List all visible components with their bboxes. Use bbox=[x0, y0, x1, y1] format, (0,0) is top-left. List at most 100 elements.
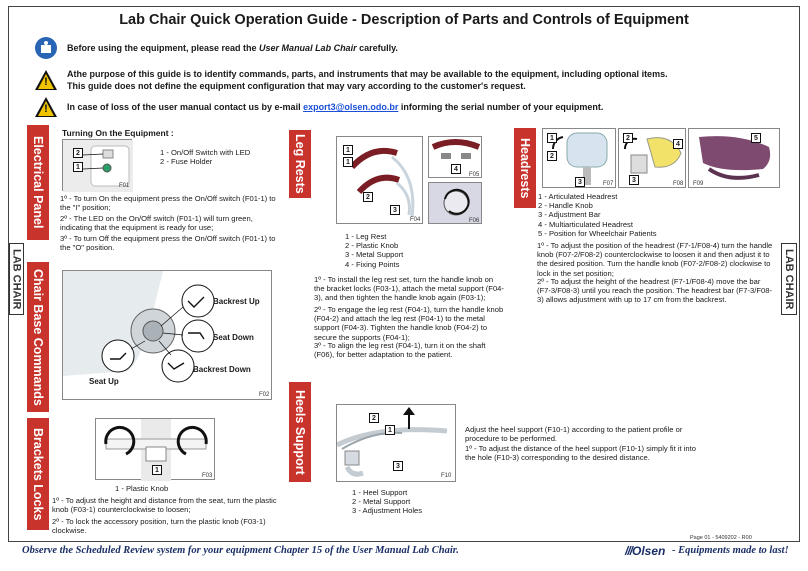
leg-rest-step-2: 2º - To engage the leg rest (F04-1), tur… bbox=[314, 305, 504, 342]
callout-1: 1 bbox=[547, 133, 557, 143]
heel-item: 1 - Heel Support bbox=[352, 488, 408, 497]
fig-label: F08 bbox=[673, 181, 684, 187]
leg-rest-figure-f06: F06 bbox=[428, 182, 482, 224]
electrical-subhead: Turning On the Equipment : bbox=[62, 128, 174, 138]
notice-read-manual: Before using the equipment, please read … bbox=[67, 42, 398, 54]
callout-1: 1 bbox=[385, 425, 395, 435]
headrest-item: 1 - Articulated Headrest bbox=[538, 192, 618, 201]
warning-icon-mark: ! bbox=[44, 103, 48, 115]
leg-rest-parts-list: 1 - Leg Rest 2 - Plastic Knob 3 - Metal … bbox=[345, 232, 403, 269]
contact-email-link[interactable]: export3@olsen.odo.br bbox=[303, 102, 399, 112]
electrical-step-2: 2º - The LED on the On/Off switch (F01-1… bbox=[60, 214, 253, 233]
brackets-drawing bbox=[104, 419, 208, 481]
wheelchair-position-drawing bbox=[699, 136, 771, 180]
notice-read-suffix: carefully. bbox=[356, 43, 398, 53]
notice-lost-manual: In case of loss of the user manual conta… bbox=[67, 101, 603, 113]
warning-icon-fill bbox=[38, 101, 54, 116]
callout-1: 1 bbox=[343, 157, 353, 167]
callout-4: 4 bbox=[673, 139, 683, 149]
brackets-step-2: 2º - To lock the accessory position, tur… bbox=[52, 517, 266, 536]
callout-1: 1 bbox=[73, 162, 83, 172]
notice-purpose-line2: This guide does not define the equipment… bbox=[67, 81, 526, 91]
callout-2: 2 bbox=[369, 413, 379, 423]
heel-item: 3 - Adjustment Holes bbox=[352, 506, 423, 516]
callout-4: 4 bbox=[451, 164, 461, 174]
page-number: Page 01 - 5409202 - R00 bbox=[690, 535, 752, 541]
page-title: Lab Chair Quick Operation Guide - Descri… bbox=[119, 12, 689, 28]
fig-label: F01 bbox=[119, 183, 130, 189]
notice-read-italic: User Manual Lab Chair bbox=[259, 43, 357, 53]
warning-icon-fill bbox=[38, 74, 54, 89]
headrest-figure-f08: 2 4 3 F08 bbox=[618, 128, 686, 188]
brackets-item: 1 - Plastic Knob bbox=[115, 484, 169, 493]
footer-tagline: - Equipments made to last! bbox=[672, 545, 789, 556]
fig-label: F04 bbox=[410, 217, 421, 223]
chair-base-figure: Backrest Up Seat Down Backrest Down Seat… bbox=[62, 270, 272, 400]
heel-parts-list: 1 - Heel Support 2 - Metal Support 3 - A… bbox=[352, 488, 422, 516]
heel-support-drawing bbox=[335, 407, 448, 477]
leg-rest-figure-f04: 1 1 2 3 F04 bbox=[336, 136, 423, 224]
callout-3: 3 bbox=[390, 205, 400, 215]
read-manual-icon bbox=[35, 37, 57, 59]
label-backrest-down: Backrest Down bbox=[193, 365, 251, 374]
fig-label: F05 bbox=[469, 172, 480, 178]
leg-rest-step-1: 1º - To install the leg rest set, turn t… bbox=[314, 275, 504, 303]
leg-rest-item: 4 - Fixing Points bbox=[345, 259, 400, 269]
label-backrest-up: Backrest Up bbox=[213, 297, 260, 306]
callout-2: 2 bbox=[73, 148, 83, 158]
callout-2: 2 bbox=[363, 192, 373, 202]
leg-rest-item: 1 - Leg Rest bbox=[345, 232, 387, 241]
callout-1: 1 bbox=[152, 465, 162, 475]
page-frame bbox=[8, 6, 800, 542]
chair-base-drawing bbox=[63, 271, 215, 383]
headrest-figure-f07: 1 2 3 F07 bbox=[542, 128, 616, 188]
headrest-item: 5 - Position for Wheelchair Patients bbox=[538, 228, 657, 238]
headrest-item: 3 - Adjustment Bar bbox=[538, 210, 601, 220]
callout-3: 3 bbox=[393, 461, 403, 471]
callout-1: 1 bbox=[343, 145, 353, 155]
electrical-step-1: 1º - To turn On the equipment press the … bbox=[60, 194, 276, 213]
lab-chair-tab-left: LAB CHAIR bbox=[9, 243, 24, 315]
fig-label: F06 bbox=[469, 218, 480, 224]
notice-loss-suffix: informing the serial number of your equi… bbox=[398, 102, 604, 112]
brackets-step-1: 1º - To adjust the height and distance f… bbox=[52, 496, 277, 515]
leg-rest-drawing bbox=[349, 147, 415, 218]
tab-chair-base-commands: Chair Base Commands bbox=[27, 262, 49, 412]
fig-label: F07 bbox=[603, 181, 614, 187]
heel-support-figure: 2 1 3 F10 bbox=[335, 404, 456, 482]
headrest-figure-f09: 5 F09 bbox=[688, 128, 780, 188]
electrical-item: 2 - Fuse Holder bbox=[160, 157, 213, 167]
callout-3: 3 bbox=[629, 175, 639, 185]
heel-step-1: 1º - To adjust the distance of the heel … bbox=[465, 444, 696, 463]
brand-name: Olsen bbox=[632, 544, 666, 558]
headrest-step-1: 1º - To adjust the position of the headr… bbox=[537, 241, 773, 278]
notice-purpose-line1: Athe purpose of this guide is to identif… bbox=[67, 69, 668, 79]
fig-label: F02 bbox=[259, 392, 270, 398]
fig-label: F03 bbox=[202, 473, 213, 479]
olsen-logo: ///Olsen bbox=[625, 544, 666, 558]
tab-electrical-label: Electrical Panel bbox=[31, 136, 45, 229]
notice-purpose: Athe purpose of this guide is to identif… bbox=[67, 68, 787, 92]
tab-leg-rests: Leg Rests bbox=[289, 130, 311, 198]
headrest-parts-list: 1 - Articulated Headrest 2 - Handle Knob… bbox=[538, 192, 657, 238]
tab-headrests-label: Headrests bbox=[518, 137, 532, 199]
tab-brackets-locks: Brackets Locks bbox=[27, 418, 49, 530]
callout-2: 2 bbox=[623, 133, 633, 143]
fixing-points-drawing bbox=[431, 139, 481, 159]
tab-chair-base-label: Chair Base Commands bbox=[31, 268, 45, 406]
brackets-figure: 1 F03 bbox=[95, 418, 215, 481]
footer-review-note: Observe the Scheduled Review system for … bbox=[22, 545, 459, 556]
callout-2: 2 bbox=[547, 151, 557, 161]
lab-chair-tab-right: LAB CHAIR bbox=[781, 243, 797, 315]
callout-3: 3 bbox=[575, 177, 585, 187]
headrest-item: 4 - Multiarticulated Headrest bbox=[538, 219, 633, 229]
callout-5: 5 bbox=[751, 133, 761, 143]
tab-heels-label: Heels Support bbox=[293, 389, 307, 475]
tab-heels-support: Heels Support bbox=[289, 382, 311, 482]
electrical-parts-list: 1 - On/Off Switch with LED 2 - Fuse Hold… bbox=[160, 148, 250, 166]
lab-chair-left-label: LAB CHAIR bbox=[10, 248, 23, 310]
electrical-panel-figure: 2 1 F01 bbox=[62, 139, 133, 192]
fig-label: F09 bbox=[693, 181, 704, 187]
lab-chair-right-label: LAB CHAIR bbox=[783, 248, 795, 310]
tab-electrical-panel: Electrical Panel bbox=[27, 125, 49, 240]
